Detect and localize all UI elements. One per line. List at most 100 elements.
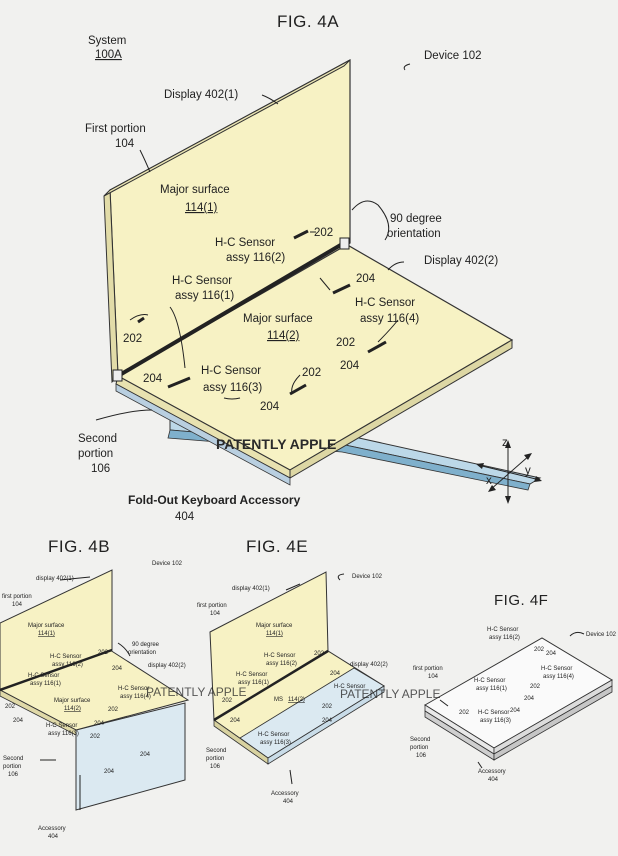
ref202-b-4e: 202	[222, 698, 233, 704]
device-label-4f: Device 102	[586, 632, 617, 638]
fig-4b-title: FIG. 4B	[48, 537, 110, 556]
device-label-4a: Device 102	[424, 50, 482, 62]
sensor2-assy-4f: assy 116(2)	[489, 635, 520, 641]
ref204-a-4f: 204	[546, 651, 557, 657]
sensor3-label-4b: H-C Sensor	[46, 723, 77, 729]
orientation-line1-4a: 90 degree	[390, 213, 442, 225]
sensor2-label-4b: H-C Sensor	[50, 654, 81, 660]
fig-4e-title: FIG. 4E	[246, 537, 308, 556]
ref204-b-4e: 204	[230, 718, 241, 724]
orientation-line1-4b: 90 degree	[132, 642, 160, 648]
system-label-4a: System	[88, 35, 126, 47]
second-portion-bottom-4a	[115, 383, 291, 486]
sensor4-label-4e: H-C Sensor	[334, 684, 365, 690]
major-surface2-label-4a: Major surface	[243, 313, 313, 325]
display2-label-4b: display 402(2)	[148, 663, 186, 669]
major-surface1-ref-4e: 114(1)	[266, 631, 283, 637]
hinge-cap-left-4a	[112, 369, 123, 382]
sensor4-label-4b: H-C Sensor	[118, 686, 149, 692]
ms-label-4e: MS	[274, 697, 283, 703]
ref202-b-4a: 202	[123, 333, 142, 345]
sensor4-assy-4f: assy 116(4)	[543, 674, 574, 680]
sensor1-assy-4b: assy 116(1)	[30, 681, 61, 687]
fig-4f-title: FIG. 4F	[494, 592, 548, 609]
display2-label-4a: Display 402(2)	[424, 255, 498, 267]
fig-4e: FIG. 4E Device 102 display 402(1) first …	[197, 537, 388, 805]
ref202-d-4b: 202	[90, 734, 101, 740]
second-portion-ref-4a: 106	[91, 463, 110, 475]
second-portion-ref-4f: 106	[416, 753, 427, 759]
accessory-label-4e: Accessory	[271, 791, 299, 797]
sensor1-label-4f: H-C Sensor	[474, 678, 505, 684]
orientation-line2-4b: orientation	[128, 650, 156, 656]
ref204-b-4b: 204	[94, 721, 105, 727]
sensor-marks-4a	[137, 229, 387, 396]
hinge-4b	[0, 648, 113, 692]
first-portion-ref-4e: 104	[210, 611, 221, 617]
sensor2-label-4e: H-C Sensor	[264, 653, 295, 659]
hinge-cap-right-4a	[339, 237, 350, 250]
accessory-edge-4e	[267, 685, 385, 765]
first-portion-label-4f: first portion	[413, 666, 443, 672]
device-label-4e: Device 102	[352, 574, 383, 580]
axis-glyph-4a	[476, 440, 542, 504]
first-portion-ref-4f: 104	[428, 674, 439, 680]
major-surface2-label-4b: Major surface	[54, 698, 91, 704]
watermark-lower-1: PATENTLY APPLE	[146, 685, 247, 699]
device-label-4b: Device 102	[152, 561, 183, 567]
sensor2-assy-4b: assy 116(2)	[52, 662, 83, 668]
sensor3-label-4e: H-C Sensor	[258, 732, 289, 738]
ref204-e-4b: 204	[104, 769, 115, 775]
sensor2-label-4f: H-C Sensor	[487, 627, 518, 633]
ref202-c-4f: 202	[459, 710, 470, 716]
first-portion-ref-4a: 104	[115, 138, 135, 150]
sensor3-label-4f: H-C Sensor	[478, 710, 509, 716]
hinge-4a	[116, 241, 346, 378]
sensor1-label-4b: H-C Sensor	[28, 673, 59, 679]
ref204-a-4a: 204	[356, 273, 376, 285]
display1-label-4a: Display 402(1)	[164, 89, 238, 101]
sensor2-assy-4a: assy 116(2)	[226, 252, 285, 264]
ref202-a-4e: 202	[314, 651, 325, 657]
sensor1-assy-4a: assy 116(1)	[175, 290, 234, 302]
ref202-a-4f: 202	[534, 647, 545, 653]
accessory-ref-4e: 404	[283, 799, 294, 805]
second-portion-ref-4e: 106	[210, 764, 221, 770]
ref202-c-4a: 202	[336, 337, 355, 349]
second-portion-line1-4f: Second	[410, 737, 430, 743]
first-portion-top-edge-4a	[103, 59, 351, 197]
major-surface1-label-4b: Major surface	[28, 623, 65, 629]
ms-ref-4e: 114(2)	[288, 697, 305, 703]
ref202-a-4b: 202	[98, 650, 109, 656]
accessory-ref-4b: 404	[48, 834, 59, 840]
sensor4-label-4a: H-C Sensor	[355, 297, 415, 309]
accessory-label-4f: Accessory	[478, 769, 506, 775]
major-surface1-label-4a: Major surface	[160, 184, 230, 196]
second-portion-line2-4f: portion	[410, 745, 428, 751]
ref204-a-4b: 204	[112, 666, 123, 672]
second-portion-edge-side-4a	[289, 339, 513, 479]
fig-4a-title: FIG. 4A	[277, 12, 339, 31]
accessory-ref-4f: 404	[488, 777, 499, 783]
sensor2-assy-4e: assy 116(2)	[266, 661, 297, 667]
second-portion-line2-4a: portion	[78, 448, 113, 460]
closed-device-layer2-side-4f	[493, 685, 613, 761]
major-surface1-label-4e: Major surface	[256, 623, 293, 629]
display1-label-4e: display 402(1)	[232, 586, 270, 592]
ref204-c-4b: 204	[13, 718, 24, 724]
fig-4f: FIG. 4F H-C Sensor assy 116(2) Device 10…	[410, 592, 617, 783]
sensor1-assy-4e: assy 116(1)	[238, 680, 269, 686]
sensor1-label-4a: H-C Sensor	[172, 275, 232, 287]
hinge-4e	[213, 649, 329, 722]
sensor4-assy-4b: assy 116(4)	[120, 694, 151, 700]
major-surface1-ref-4a: 114(1)	[185, 202, 218, 214]
sensor3-assy-4b: assy 116(3)	[48, 731, 79, 737]
sensor1-assy-4f: assy 116(1)	[476, 686, 507, 692]
ref202-b-4f: 202	[530, 684, 541, 690]
leader-lines-4e	[285, 573, 345, 785]
leader-lines-4a	[95, 63, 411, 421]
orientation-line2-4a: orientation	[387, 228, 441, 240]
major-surface2-ref-4a: 114(2)	[267, 330, 300, 342]
